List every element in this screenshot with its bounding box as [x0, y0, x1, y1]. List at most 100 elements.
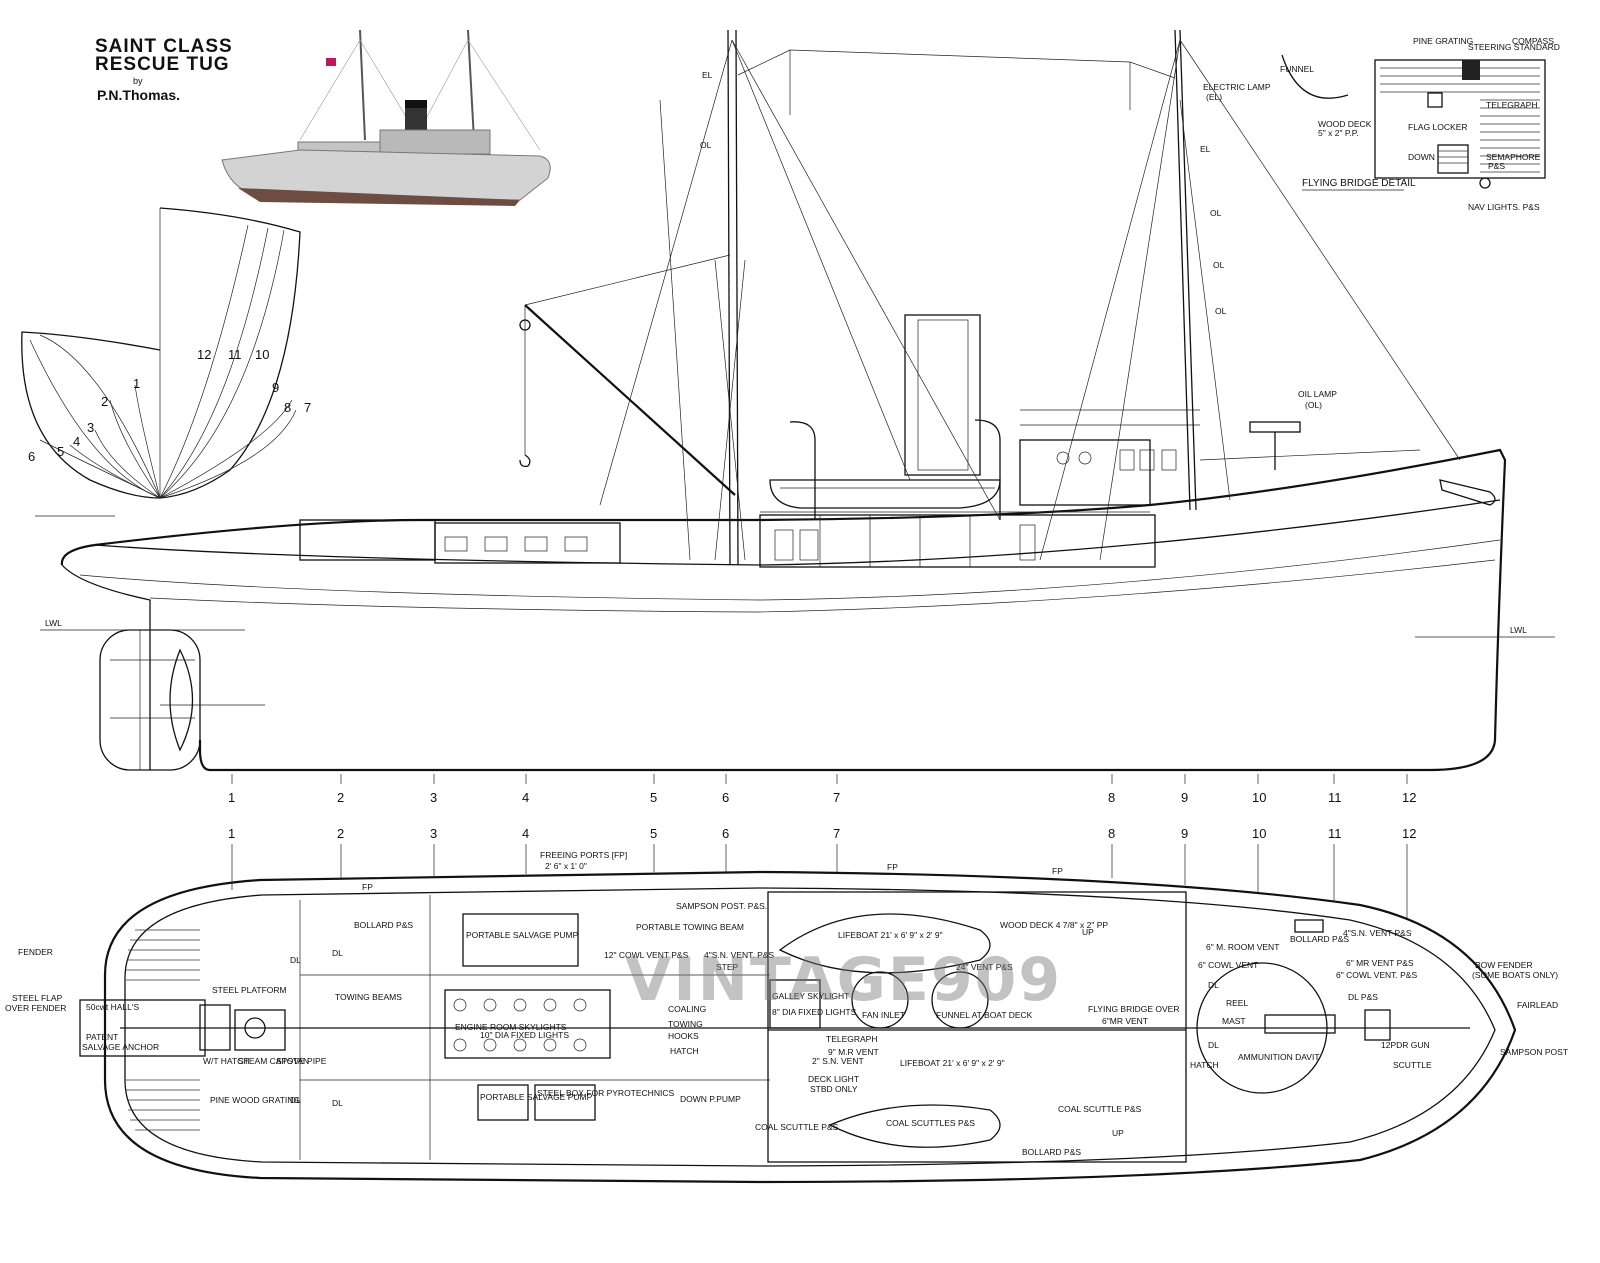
- plan-wood-deck: WOOD DECK 4 7/8" x 2" PP: [1000, 920, 1108, 930]
- body-station-10: 10: [255, 347, 269, 362]
- plan-lifeboat-1: LIFEBOAT 21' x 6' 9" x 2' 9": [838, 930, 943, 940]
- plan-sn-vent-fwd: 4"S.N. VENT P&S: [1343, 928, 1412, 938]
- plan-station-3: 3: [430, 826, 437, 841]
- plan-stbd-only: STBD ONLY: [810, 1084, 858, 1094]
- plan-hatch-2: HATCH: [1190, 1060, 1219, 1070]
- plan-patent: PATENT: [86, 1032, 118, 1042]
- fb-flag-locker: FLAG LOCKER: [1408, 122, 1468, 132]
- profile-station-5: 5: [650, 790, 657, 805]
- plan-pine-wood-grating: PINE WOOD GRATING: [210, 1095, 300, 1105]
- plan-bollard-ps-aft: BOLLARD P&S: [354, 920, 413, 930]
- plan-hatch: HATCH: [670, 1046, 699, 1056]
- plan-dl-ps: DL P&S: [1348, 992, 1378, 1002]
- fb-compass: COMPASS: [1512, 36, 1554, 46]
- plan-coal-scuttle-2: COAL SCUTTLE P&S: [1058, 1104, 1142, 1114]
- fb-wood-deck-size: 5" x 2" P.P.: [1318, 128, 1359, 138]
- body-station-7: 7: [304, 400, 311, 415]
- plan-station-11: 11: [1328, 826, 1342, 841]
- plan-mr-vent-6: 6"MR VENT: [1102, 1016, 1148, 1026]
- label-ol-main-2: OL: [1213, 260, 1225, 270]
- plan-telegraph: TELEGRAPH: [826, 1034, 878, 1044]
- profile-station-2: 2: [337, 790, 344, 805]
- label-electric-lamp: ELECTRIC LAMP: [1203, 82, 1271, 92]
- plan-portable-towing-beam: PORTABLE TOWING BEAM: [636, 922, 744, 932]
- plan-sampson-post-2: SAMPSON POST: [1500, 1047, 1568, 1057]
- plan-over-fender: OVER FENDER: [5, 1003, 66, 1013]
- plan-portable-salvage-pump: PORTABLE SALVAGE PUMP: [466, 930, 579, 940]
- plan-freeing-ports: FREEING PORTS [FP]: [540, 850, 627, 860]
- plan-ammunition-davit: AMMUNITION DAVIT: [1238, 1052, 1320, 1062]
- plan-dl-2: DL: [332, 948, 343, 958]
- fb-pine-grating: PINE GRATING: [1413, 36, 1473, 46]
- plan-station-2: 2: [337, 826, 344, 841]
- plan-sampson-post: SAMPSON POST. P&S.: [676, 901, 767, 911]
- label-oil-lamp: OIL LAMP: [1298, 389, 1337, 399]
- plan-flying-bridge-over: FLYING BRIDGE OVER: [1088, 1004, 1179, 1014]
- plan-wt-hatch: W/T HATCH: [203, 1056, 249, 1066]
- body-station-1: 1: [133, 376, 140, 391]
- plan-freeing-ports-size: 2' 6" x 1' 0": [545, 861, 587, 871]
- plan-engine-room-skylights: ENGINE ROOM SKYLIGHTS: [455, 1022, 567, 1032]
- plan-mr-vent-ps: 6" MR VENT P&S: [1346, 958, 1414, 968]
- profile-station-11: 11: [1328, 790, 1342, 805]
- plan-fender: FENDER: [18, 947, 53, 957]
- fb-nav-lights: NAV LIGHTS. P&S: [1468, 202, 1540, 212]
- fb-title: FLYING BRIDGE DETAIL: [1302, 178, 1416, 189]
- plan-fp-3: FP: [1052, 866, 1063, 876]
- body-station-4: 4: [73, 434, 80, 449]
- body-station-6: 6: [28, 449, 35, 464]
- flying-bridge-detail: FUNNEL PINE GRATING STEERING STANDARD CO…: [1280, 36, 1560, 212]
- body-station-9: 9: [272, 380, 279, 395]
- plan-down-pump: DOWN P.PUMP: [680, 1094, 741, 1104]
- title-by: by: [133, 76, 143, 86]
- profile-stations: 1 2 3 4 5 6 7 8 9 10 11 12: [228, 774, 1416, 805]
- plan-galley-skylight: GALLEY SKYLIGHT: [772, 991, 849, 1001]
- plan-station-6: 6: [722, 826, 729, 841]
- plan-cowl-vent-ps: 6" COWL VENT. P&S: [1336, 970, 1417, 980]
- profile-station-9: 9: [1181, 790, 1188, 805]
- plan-station-12: 12: [1402, 826, 1416, 841]
- plan-funnel-boat-deck: FUNNEL AT BOAT DECK: [936, 1010, 1033, 1020]
- fb-semaphore: SEMAPHORE: [1486, 152, 1541, 162]
- plan-towing-beams: TOWING BEAMS: [335, 992, 402, 1002]
- plan-dl-1: DL: [290, 955, 301, 965]
- plan-stove-pipe: STOVE PIPE: [276, 1056, 327, 1066]
- lwl-label-aft: LWL: [45, 618, 62, 628]
- plan-cowl-vent-12: 12" COWL VENT P&S: [604, 950, 689, 960]
- plan-mast: MAST: [1222, 1016, 1246, 1026]
- label-ol-fore: OL: [700, 140, 712, 150]
- title-line-2: RESCUE TUG: [95, 54, 230, 75]
- plan-steel-flap: STEEL FLAP: [12, 993, 63, 1003]
- plan-portable-salvage-pump-2: PORTABLE SALVAGE PUMP: [480, 1092, 593, 1102]
- plan-steam-capstan: STEAM CAPSTAN: [238, 1056, 309, 1066]
- profile-station-3: 3: [430, 790, 437, 805]
- plan-fixed-lights-8: 8" DIA FIXED LIGHTS: [772, 1007, 857, 1017]
- plan-towing: TOWING: [668, 1019, 703, 1029]
- profile-station-8: 8: [1108, 790, 1115, 805]
- plan-dl-4: DL: [332, 1098, 343, 1108]
- plan-lifeboat-2: LIFEBOAT 21' x 6' 9" x 2' 9": [900, 1058, 1005, 1068]
- plan-dl-3: DL: [290, 1095, 301, 1105]
- profile-station-4: 4: [522, 790, 529, 805]
- label-electric-lamp-abbr: (EL): [1206, 92, 1222, 102]
- model-photo: [220, 29, 560, 210]
- plan-coal-scuttle-ps: COAL SCUTTLE P&S: [755, 1122, 839, 1132]
- fb-wood-deck: WOOD DECK: [1318, 119, 1372, 129]
- body-station-11: 11: [228, 347, 242, 362]
- title-author: P.N.Thomas.: [97, 87, 180, 103]
- watermark: VINTAGE909: [625, 945, 1063, 1015]
- plan-coaling: COALING: [668, 1004, 706, 1014]
- plan-fairlead: FAIRLEAD: [1517, 1000, 1558, 1010]
- plan-step: STEP: [716, 962, 739, 972]
- plan-hooks: HOOKS: [668, 1031, 699, 1041]
- body-plan: 1 2 3 4 5 6 7 8 9 10 11 12: [21, 207, 311, 499]
- plan-gun: 12PDR GUN: [1381, 1040, 1430, 1050]
- plan-fan-inlet: FAN INLET: [862, 1010, 905, 1020]
- profile-station-7: 7: [833, 790, 840, 805]
- body-station-5: 5: [57, 444, 64, 459]
- plan-reel: REEL: [1226, 998, 1248, 1008]
- plan-scuttle: SCUTTLE: [1393, 1060, 1432, 1070]
- plan-fp-2: FP: [887, 862, 898, 872]
- profile-view: LWL LWL: [35, 29, 1555, 805]
- plan-coal-scuttles: COAL SCUTTLES P&S: [886, 1118, 975, 1128]
